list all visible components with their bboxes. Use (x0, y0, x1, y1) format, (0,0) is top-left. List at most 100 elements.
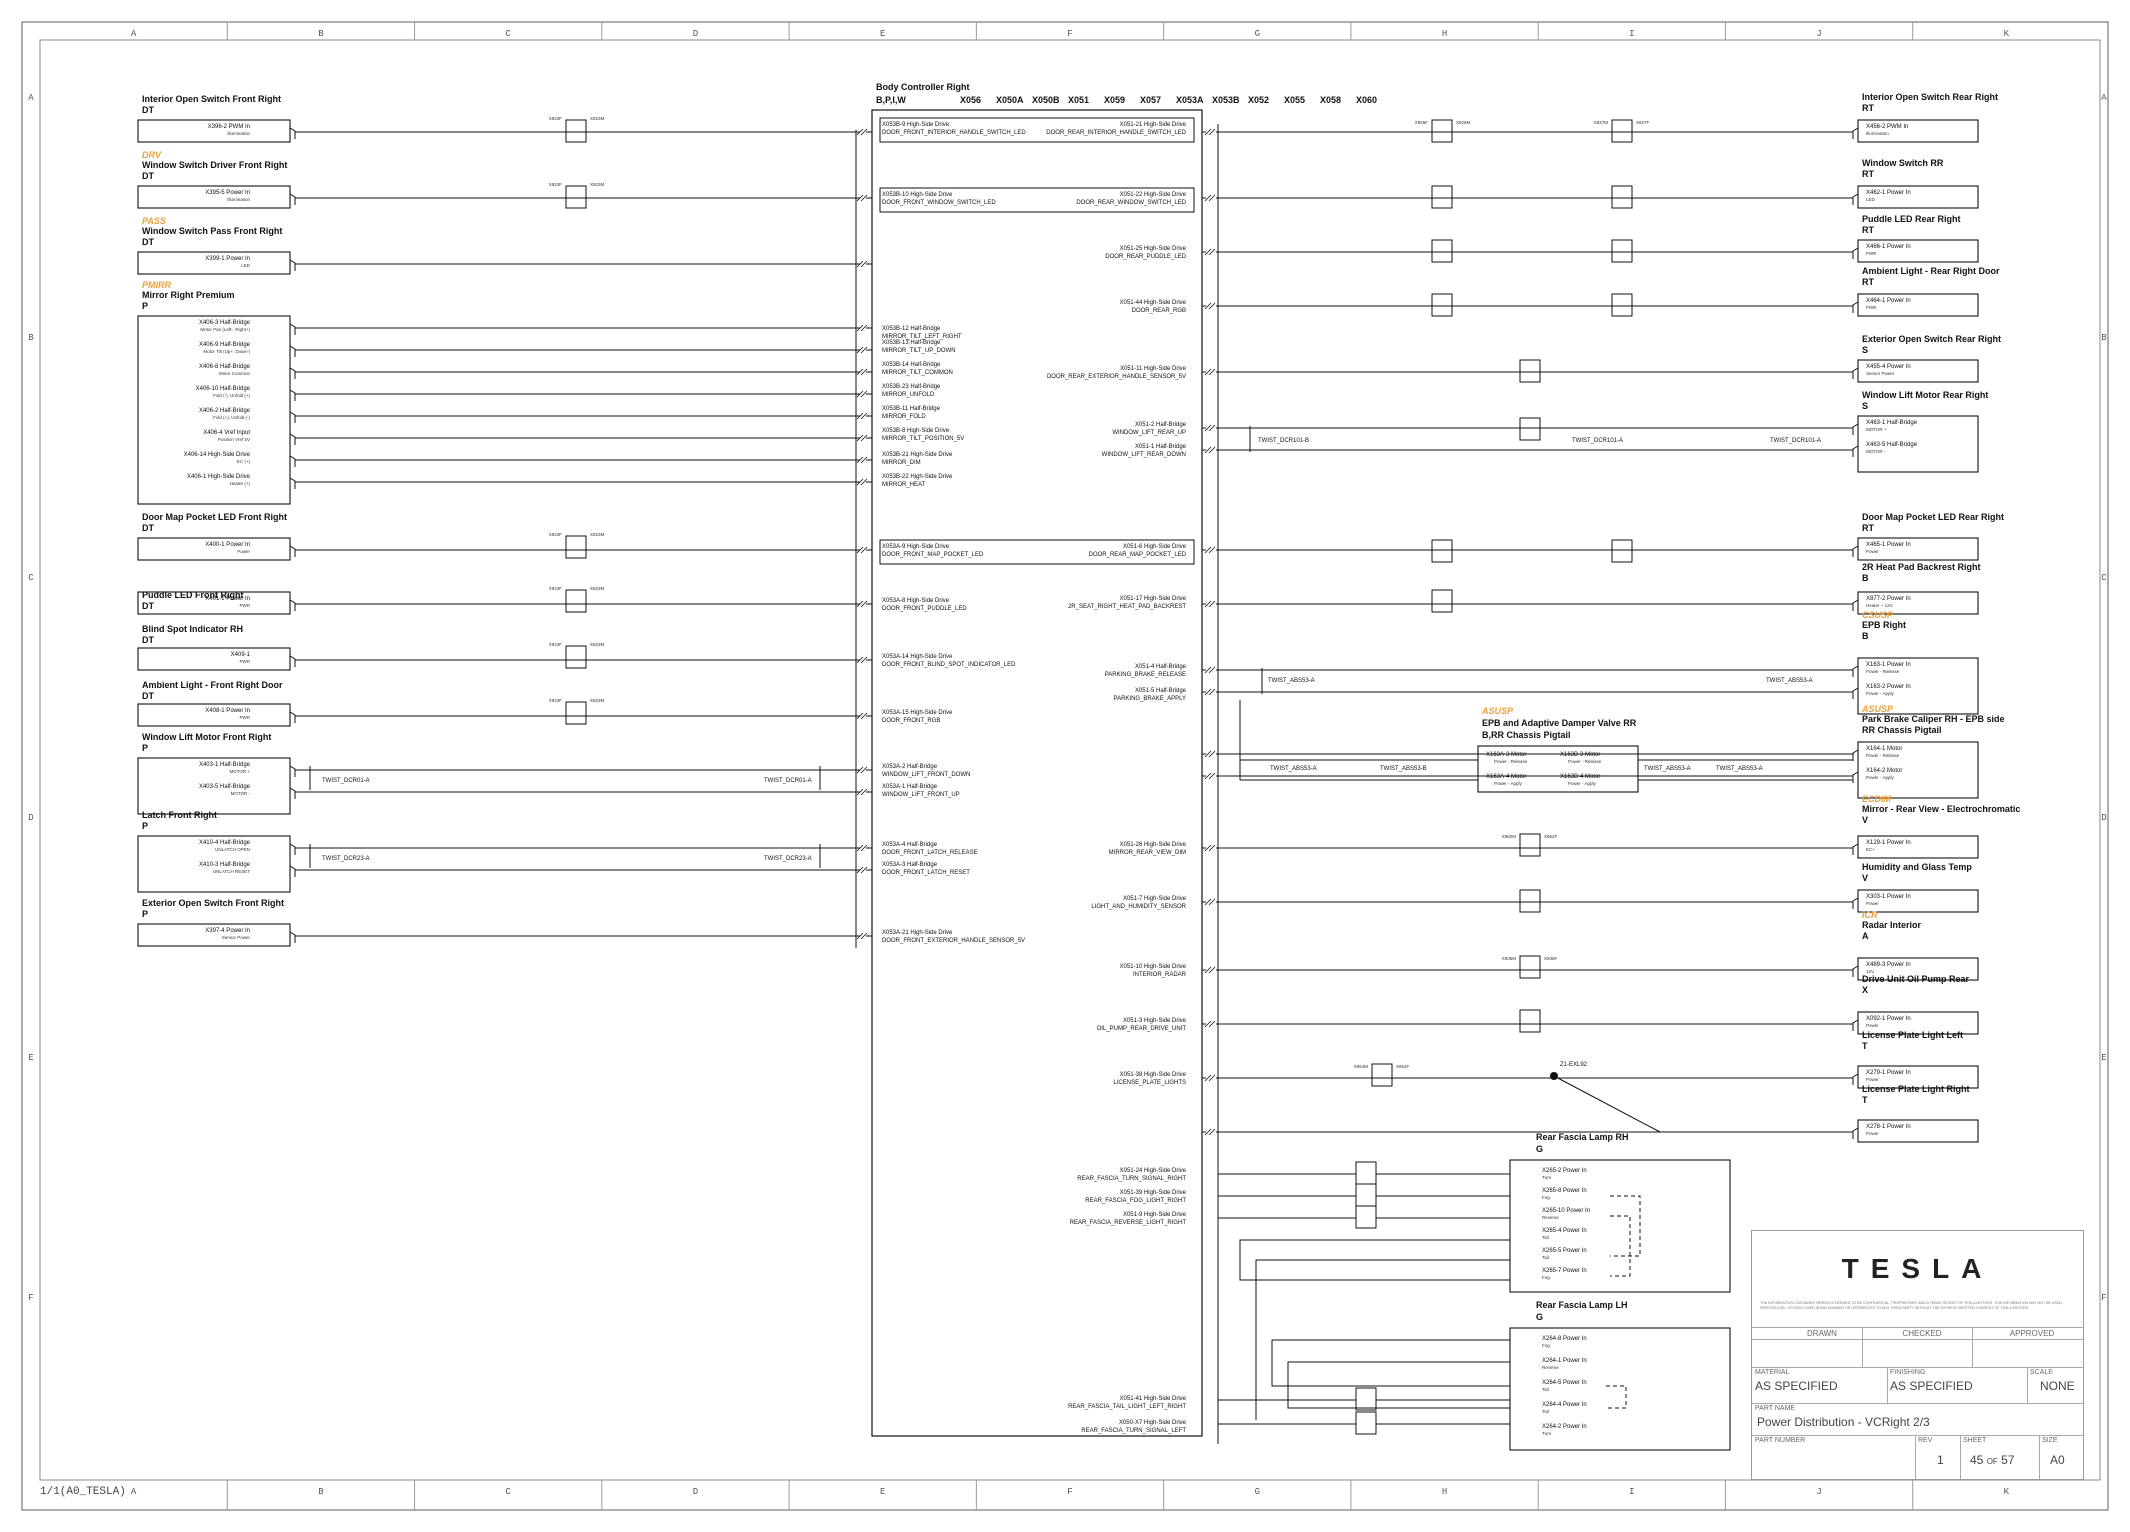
left-component-pin-function: Heater (+) (230, 481, 251, 486)
left-component-box (137, 185, 291, 209)
left-component-variant: DT (142, 523, 154, 533)
controller-pin-right: X051-3 High-Side Drive (1123, 1018, 1187, 1024)
connector-notch (1852, 681, 1859, 699)
controller-pin-right-signal: OIL_PUMP_REAR_DRIVE_UNIT (1097, 1026, 1187, 1032)
left-component-pin-function: Fold (+), Unfold (-) (213, 415, 250, 420)
connector-notch (289, 649, 296, 667)
left-component-pin: X406-9 Half-Bridge (199, 342, 251, 348)
twist-label: TWIST_ABS53-A (1270, 766, 1317, 772)
controller-connector: X055 (1284, 95, 1305, 105)
right-component-pin: X465-1 Power In (1866, 542, 1911, 548)
wire-break (1204, 688, 1216, 696)
tesla-logo: TESLA (1841, 1253, 1994, 1284)
right-component-box (1857, 835, 1979, 859)
grid-col-top: J (1816, 29, 1821, 39)
left-component-title: Door Map Pocket LED Front Right (142, 512, 287, 522)
wire-break (1204, 898, 1216, 906)
wire (1553, 1075, 1661, 1133)
wire-break (856, 412, 868, 420)
connector-notch (1852, 1121, 1859, 1139)
left-component-title: Latch Front Right (142, 810, 217, 820)
component-option: ICR (1862, 910, 1878, 920)
left-component-box (137, 591, 291, 615)
left-component-pin: X406-3 Half-Bridge (199, 320, 251, 326)
twist-label: TWIST_DCR101-B (1258, 438, 1309, 444)
epb-block-title: EPB and Adaptive Damper Valve RR (1482, 718, 1637, 728)
inline-connector (1519, 833, 1541, 857)
epb-block-pin-function: Power - Apply (1494, 781, 1523, 786)
right-component-box (1857, 185, 1979, 209)
inline-connector-label: X927F (1636, 120, 1650, 125)
wire-break (1204, 1074, 1216, 1082)
right-component-title: Radar Interior (1862, 920, 1922, 930)
controller-pin-left-signal: MIRROR_HEAT (882, 482, 926, 488)
controller-connector: X050B (1032, 95, 1060, 105)
connector-notch (1852, 539, 1859, 557)
inline-connector-label: X954M (1354, 1064, 1369, 1069)
left-component-pin: X406-4 Vref Input (203, 430, 250, 436)
right-component-variant: X (1862, 985, 1868, 995)
connector-notch (289, 187, 296, 205)
connector-notch (289, 759, 296, 777)
twist-label: TWIST_DCR01-A (764, 778, 812, 784)
left-component-pin: X406-8 Half-Bridge (199, 364, 251, 370)
grid-col-top: D (693, 29, 698, 39)
left-component-box (137, 703, 291, 727)
grid-col-bottom: A (131, 1487, 137, 1497)
inline-connector (1371, 1063, 1393, 1087)
twist-label: TWIST_ABS53-A (1716, 766, 1763, 772)
grid-col-top: F (1067, 29, 1072, 39)
material-value: AS SPECIFIED (1755, 1379, 1838, 1393)
controller-pin-right: X051-26 High-Side Drive (1120, 842, 1187, 848)
controller-pin-left-signal: DOOR_FRONT_EXTERIOR_HANDLE_SENSOR_5V (882, 938, 1025, 944)
inline-connector (1431, 589, 1453, 613)
inline-connector-label: X923F (549, 182, 563, 187)
left-component-variant: DT (142, 635, 154, 645)
inline-connector-x949 (1355, 1161, 1377, 1185)
left-component-title: Blind Spot Indicator RH (142, 624, 243, 634)
epb-block-pin: X163A-4 Motor (1486, 774, 1526, 780)
right-component-title: Park Brake Caliper RH - EPB side (1862, 714, 2005, 724)
component-option: ASUSP (1861, 704, 1894, 714)
controller-pin-left-signal: DOOR_FRONT_WINDOW_SWITCH_LED (882, 200, 996, 206)
controller-pin-right: X051-11 High-Side Drive (1120, 366, 1187, 372)
right-component-variant: RT (1862, 169, 1874, 179)
inline-connector (1611, 239, 1633, 263)
left-component-pin-function: LED (241, 263, 251, 268)
left-component-pin: X399-1 Power In (205, 256, 250, 262)
grid-row-left: F (28, 1293, 33, 1303)
inline-connector-label: X923F (549, 642, 563, 647)
right-component-box (1857, 359, 1979, 383)
right-component-variant: RT (1862, 225, 1874, 235)
connector-notch (289, 361, 296, 379)
rear-fascia-lh-pin: X264-2 Power In (1542, 1424, 1587, 1430)
wire-break (1204, 600, 1216, 608)
controller-pin-right-signal: MIRROR_REAR_VIEW_DIM (1109, 850, 1186, 856)
inner-frame (39, 39, 2101, 1481)
connector-notch (1852, 891, 1859, 909)
controller-connector: X053B (1212, 95, 1240, 105)
controller-pin-box (879, 539, 1195, 565)
component-option: PMIRR (142, 280, 172, 290)
right-component-variant: T (1862, 1041, 1868, 1051)
controller-pin-right: X051-24 High-Side Drive (1120, 1168, 1187, 1174)
right-component-title: EPB Right (1862, 620, 1906, 630)
right-component-pin-function: Sensor Power (1866, 371, 1895, 376)
controller-pin-right-signal: REAR_FASCIA_FOG_LIGHT_RIGHT (1085, 1198, 1186, 1204)
right-component-title: License Plate Light Right (1862, 1084, 1970, 1094)
wire-break (856, 866, 868, 874)
right-component-box (1857, 1011, 1979, 1035)
controller-pin-left: X053A-4 Half-Bridge (882, 842, 938, 848)
controller-pin-left: X053A-3 Half-Bridge (882, 862, 938, 868)
right-component-pin: X163-1 Power In (1866, 662, 1911, 668)
controller-pin-right: X051-10 High-Side Drive (1120, 964, 1187, 970)
grid-col-top: K (2004, 29, 2010, 39)
right-component-title: 2R Heat Pad Backrest Right (1862, 562, 1981, 572)
wire-break (856, 390, 868, 398)
controller-pin-right: X051-5 Half-Bridge (1135, 688, 1187, 694)
left-component-pin-function: Illumination (227, 131, 250, 136)
right-component-variant: V (1862, 815, 1868, 825)
controller-pin-right: X051-25 High-Side Drive (1120, 246, 1187, 252)
right-component-pin: X489-3 Power In (1866, 962, 1911, 968)
